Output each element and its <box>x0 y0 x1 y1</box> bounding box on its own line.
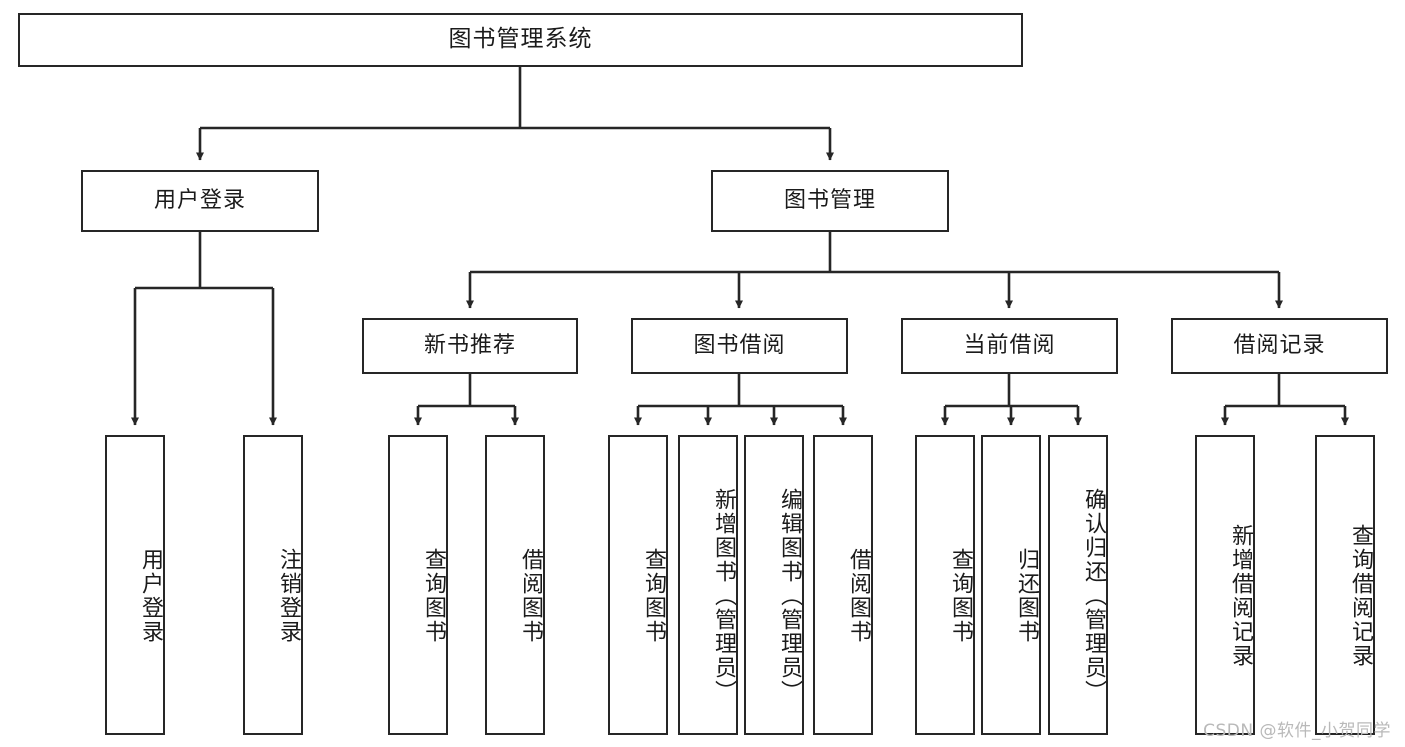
leaf-label: 查询借阅记录 <box>1348 524 1373 668</box>
leaf-label: 借阅图书 <box>518 548 543 644</box>
leaf-label: 新增借阅记录 <box>1228 524 1253 668</box>
leaf-label: 注销登录 <box>276 548 301 644</box>
leaf-label: 确认归还（管理员） <box>1081 488 1106 704</box>
node-leaf-return-books[interactable]: 归还图书 <box>981 435 1041 735</box>
node-leaf-logout[interactable]: 注销登录 <box>243 435 303 735</box>
leaf-label: 查询图书 <box>948 548 973 644</box>
leaf-label: 借阅图书 <box>846 548 871 644</box>
node-leaf-edit-book-admin[interactable]: 编辑图书（管理员） <box>744 435 804 735</box>
leaf-label: 用户登录 <box>138 548 163 644</box>
leaf-label: 新增图书（管理员） <box>711 488 736 704</box>
node-leaf-query-borrow-record[interactable]: 查询借阅记录 <box>1315 435 1375 735</box>
node-new-book-recommend[interactable]: 新书推荐 <box>362 318 578 374</box>
leaf-label: 查询图书 <box>641 548 666 644</box>
node-leaf-add-borrow-record[interactable]: 新增借阅记录 <box>1195 435 1255 735</box>
node-root-book-management-system[interactable]: 图书管理系统 <box>18 13 1023 67</box>
node-book-management[interactable]: 图书管理 <box>711 170 949 232</box>
node-leaf-add-book-admin[interactable]: 新增图书（管理员） <box>678 435 738 735</box>
node-leaf-query-books-current[interactable]: 查询图书 <box>915 435 975 735</box>
node-leaf-borrow-books[interactable]: 借阅图书 <box>813 435 873 735</box>
node-leaf-user-login[interactable]: 用户登录 <box>105 435 165 735</box>
node-leaf-query-books-borrow[interactable]: 查询图书 <box>608 435 668 735</box>
leaf-label: 查询图书 <box>421 548 446 644</box>
node-current-borrow[interactable]: 当前借阅 <box>901 318 1118 374</box>
node-borrow-record[interactable]: 借阅记录 <box>1171 318 1388 374</box>
node-leaf-confirm-return-admin[interactable]: 确认归还（管理员） <box>1048 435 1108 735</box>
leaf-label: 归还图书 <box>1014 548 1039 644</box>
leaf-label: 编辑图书（管理员） <box>777 488 802 704</box>
node-leaf-query-books-recommend[interactable]: 查询图书 <box>388 435 448 735</box>
watermark-text: CSDN @软件_小贺同学 <box>1203 721 1391 741</box>
node-user-login[interactable]: 用户登录 <box>81 170 319 232</box>
node-book-borrow[interactable]: 图书借阅 <box>631 318 848 374</box>
node-leaf-borrow-books-recommend[interactable]: 借阅图书 <box>485 435 545 735</box>
